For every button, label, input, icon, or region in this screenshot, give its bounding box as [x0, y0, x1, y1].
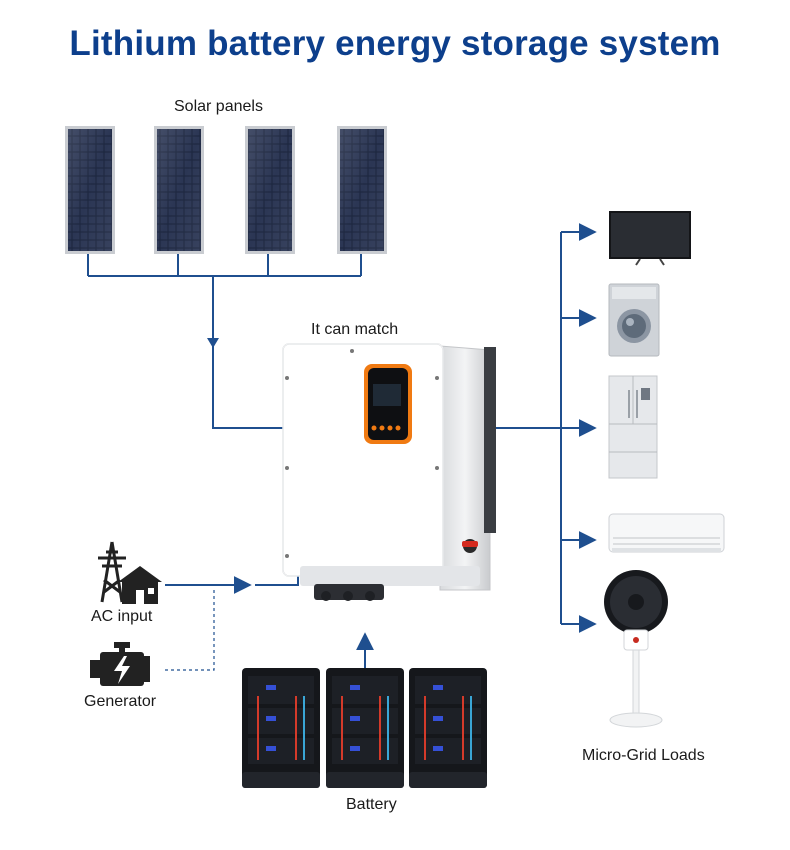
power-tower-house-icon	[98, 541, 162, 604]
battery-rack-icon	[242, 668, 320, 788]
tv-icon	[609, 211, 691, 266]
fan-icon	[604, 570, 668, 728]
solar-panel-icon	[65, 126, 115, 254]
generator-engine-icon	[90, 642, 150, 686]
connector-lines	[87, 223, 597, 668]
solar-panel-icon	[154, 126, 204, 254]
washing-machine-icon	[608, 283, 660, 357]
air-conditioner-icon	[608, 513, 725, 553]
refrigerator-icon	[608, 375, 658, 479]
inverter-icon	[282, 343, 496, 601]
solar-panels-label: Solar panels	[174, 98, 263, 115]
battery-rack-icon	[409, 668, 487, 788]
inverter-label: It can match	[311, 321, 399, 338]
loads-label: Micro-Grid Loads	[582, 747, 705, 764]
generator-label: Generator	[84, 693, 157, 710]
solar-panel-icon	[245, 126, 295, 254]
battery-rack-icon	[326, 668, 404, 788]
ac-input-label: AC input	[91, 608, 153, 625]
page-title: Lithium battery energy storage system	[69, 24, 721, 63]
solar-panel-icon	[337, 126, 387, 254]
battery-label: Battery	[346, 796, 397, 813]
generator-dashed-line	[165, 590, 215, 671]
arrow-icon	[207, 338, 219, 348]
